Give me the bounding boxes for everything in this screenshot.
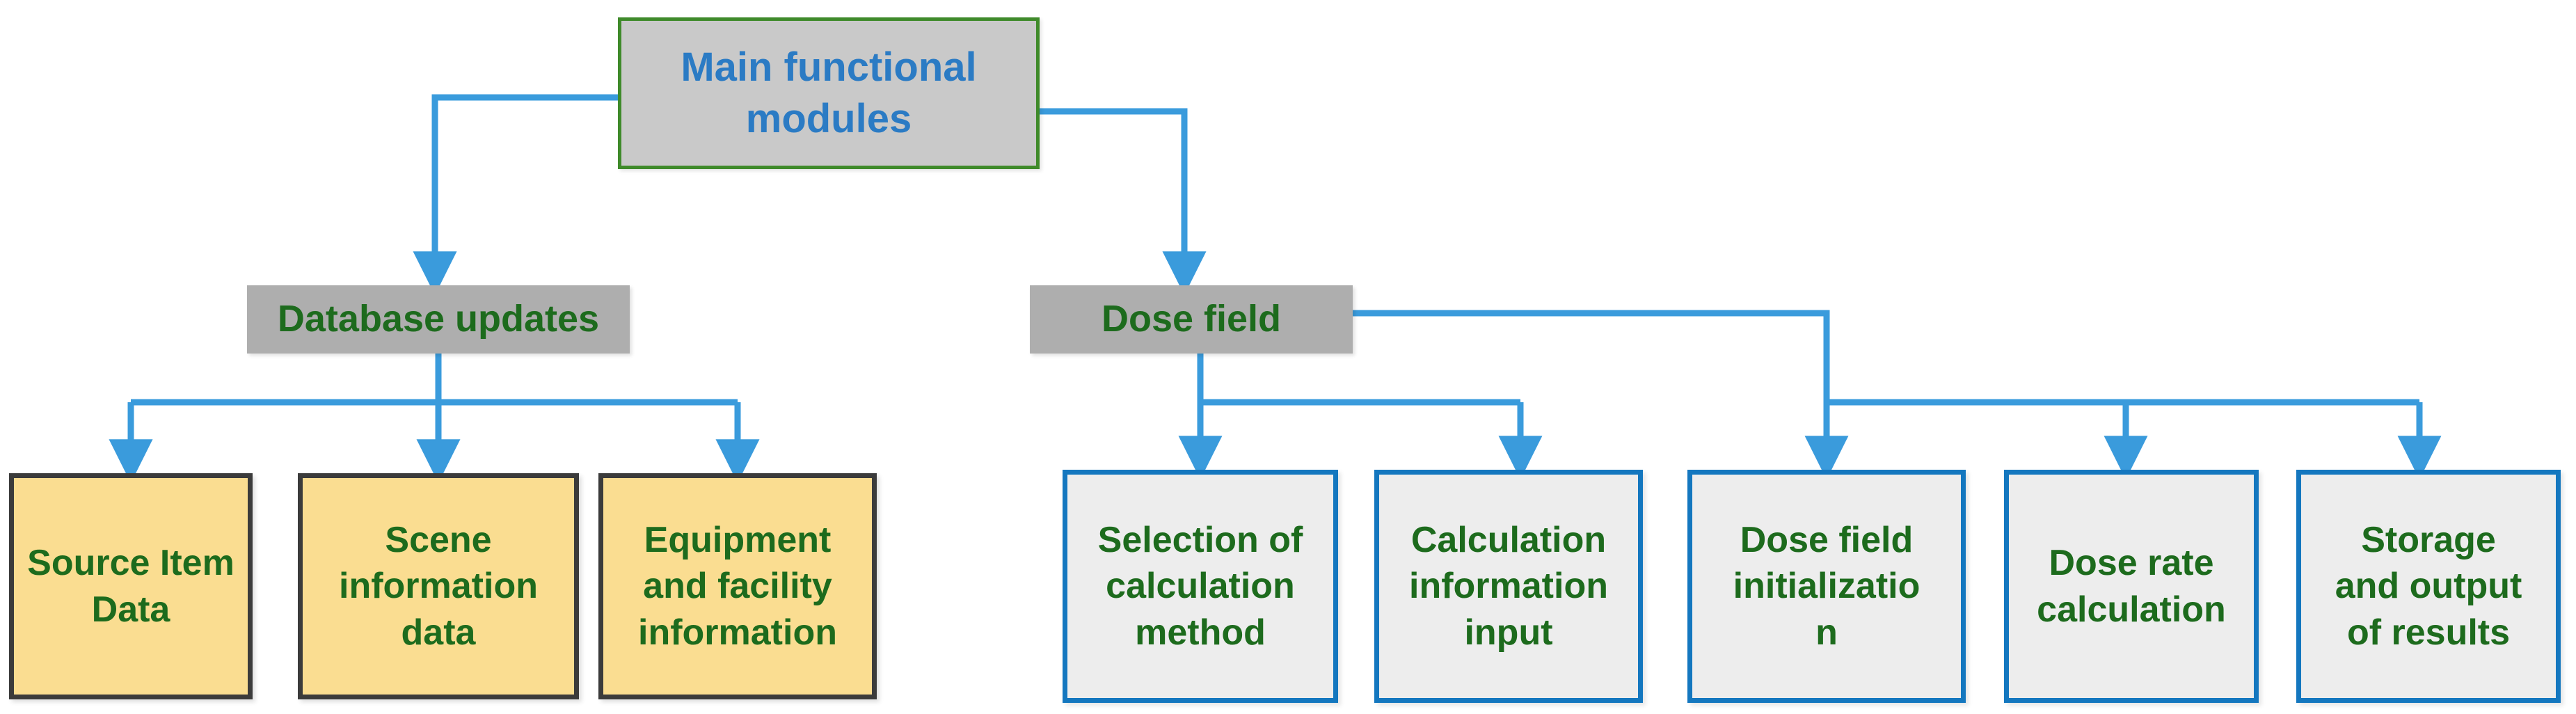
- node-dose-field[interactable]: Dose field: [1030, 285, 1353, 354]
- node-scene-information-data[interactable]: Scene information data: [298, 473, 579, 699]
- connector-dose-field-branch-right: [1353, 310, 1830, 402]
- node-source-item-data[interactable]: Source Item Data: [9, 473, 253, 699]
- node-database-updates[interactable]: Database updates: [247, 285, 630, 354]
- node-calculation-information-input[interactable]: Calculation information input: [1374, 470, 1643, 703]
- node-label: Dose rate calculation: [2037, 542, 2226, 630]
- node-label: Selection of calculation method: [1097, 519, 1303, 653]
- node-main-functional-modules[interactable]: Main functional modules: [618, 17, 1040, 169]
- node-label: Scene information data: [339, 519, 538, 653]
- node-storage-and-output-of-results[interactable]: Storage and output of results: [2296, 470, 2561, 703]
- node-label: Main functional modules: [681, 44, 977, 141]
- node-equipment-and-facility-information[interactable]: Equipment and facility information: [598, 473, 877, 699]
- connector-root-to-dose-field: [1040, 108, 1207, 296]
- node-label: Database updates: [277, 298, 600, 340]
- node-label: Source Item Data: [27, 542, 234, 630]
- node-label: Equipment and facility information: [638, 519, 837, 653]
- node-label: Dose field initializatio n: [1733, 519, 1921, 653]
- node-dose-rate-calculation[interactable]: Dose rate calculation: [2004, 470, 2259, 703]
- node-selection-of-calculation-method[interactable]: Selection of calculation method: [1063, 470, 1338, 703]
- node-label: Calculation information input: [1409, 519, 1608, 653]
- node-label: Storage and output of results: [2335, 519, 2522, 653]
- node-dose-field-initialization[interactable]: Dose field initializatio n: [1687, 470, 1966, 703]
- connector-root-to-database-updates: [413, 94, 618, 296]
- node-label: Dose field: [1101, 298, 1282, 340]
